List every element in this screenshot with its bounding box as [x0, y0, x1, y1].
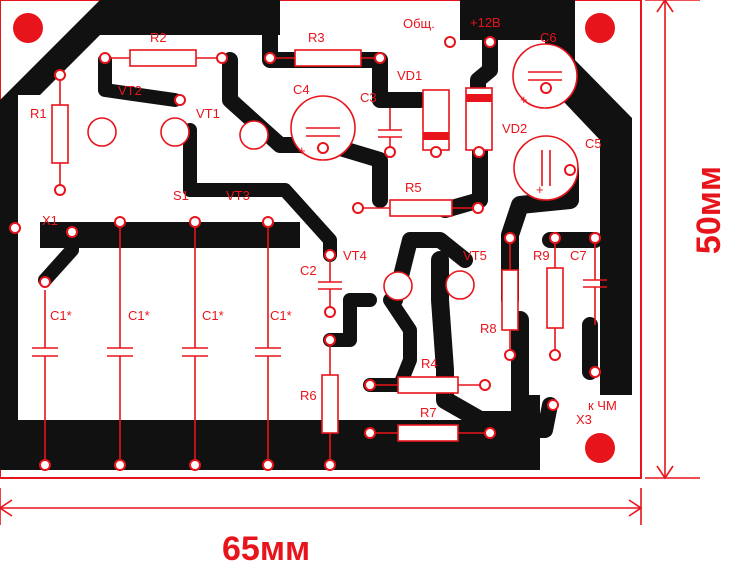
label-c1-a: C1* [50, 308, 72, 323]
dimension-width [0, 488, 643, 525]
label-r8: R8 [480, 321, 497, 336]
label-c1-d: C1* [270, 308, 292, 323]
trace-vd2 [437, 142, 488, 218]
resistor-r2 [129, 49, 197, 67]
c5-polarity: + [536, 182, 544, 197]
resistor-r9 [546, 267, 564, 329]
c1-bus [40, 222, 300, 248]
pads [9, 36, 601, 471]
label-c7: C7 [570, 248, 587, 263]
width-label: 65мм [222, 530, 310, 568]
capacitor-c1-c [182, 222, 208, 465]
label-r3: R3 [308, 30, 325, 45]
capacitor-c1-d [255, 222, 281, 465]
label-c3: C3 [360, 90, 377, 105]
resistor-r4 [397, 376, 459, 394]
dimension-height [645, 0, 700, 480]
label-r5: R5 [405, 180, 422, 195]
label-c1-b: C1* [128, 308, 150, 323]
transistor-vt3 [239, 120, 269, 150]
label-r9: R9 [533, 248, 550, 263]
capacitor-c5 [513, 135, 579, 201]
label-r1: R1 [30, 106, 47, 121]
resistor-r6 [321, 374, 339, 434]
diode-vd2-band [466, 94, 492, 102]
trace-vt5 [431, 251, 529, 429]
label-x3: X3 [576, 412, 592, 427]
transistor-vt4 [383, 271, 413, 301]
capacitor-c1-b [107, 222, 133, 465]
label-r7: R7 [420, 405, 437, 420]
c6-polarity: + [520, 92, 528, 107]
label-c2: C2 [300, 263, 317, 278]
label-c4: C4 [293, 82, 310, 97]
diode-vd1-band [423, 132, 449, 140]
label-c5: C5 [585, 136, 602, 151]
label-s1: S1 [173, 188, 189, 203]
trace-r6 [323, 293, 377, 347]
label-r2: R2 [150, 30, 167, 45]
height-label: 50мм [690, 166, 728, 254]
label-vt3: VT3 [226, 188, 250, 203]
capacitor-c7 [583, 238, 607, 325]
label-vt2: VT2 [118, 83, 142, 98]
label-vd1: VD1 [397, 68, 422, 83]
label-r6: R6 [300, 388, 317, 403]
transistor-vt1 [160, 117, 190, 147]
label-c1-c: C1* [202, 308, 224, 323]
trace-vt4 [387, 232, 473, 308]
capacitor-c1-a [32, 290, 58, 465]
label-fm: к ЧМ [588, 398, 617, 413]
resistor-r7 [397, 424, 459, 442]
c1-area [40, 248, 330, 420]
transistor-vt5 [445, 270, 475, 300]
resistor-r3 [294, 49, 362, 67]
trace-r2 [98, 53, 182, 107]
diode-vd1 [422, 89, 450, 151]
mount-hole-tr [585, 13, 615, 43]
c4-polarity: + [298, 143, 306, 158]
label-gnd: Общ. [403, 16, 435, 31]
label-c6: C6 [540, 30, 557, 45]
label-vd2: VD2 [502, 121, 527, 136]
label-vt4: VT4 [343, 248, 367, 263]
resistor-r5 [389, 199, 453, 217]
trace-r7 [482, 397, 558, 438]
resistor-r1 [51, 104, 69, 164]
label-vcc: +12В [470, 15, 501, 30]
ground-plane [0, 0, 632, 470]
trace-vt3 [183, 123, 337, 262]
capacitor-c6 [512, 43, 578, 109]
transistor-vt2 [87, 117, 117, 147]
mount-hole-tl [13, 13, 43, 43]
label-vt1: VT1 [196, 106, 220, 121]
label-vt5: VT5 [463, 248, 487, 263]
label-x1: X1 [42, 213, 58, 228]
resistor-r8 [501, 269, 519, 331]
mount-hole-br [585, 433, 615, 463]
label-r4: R4 [421, 356, 438, 371]
